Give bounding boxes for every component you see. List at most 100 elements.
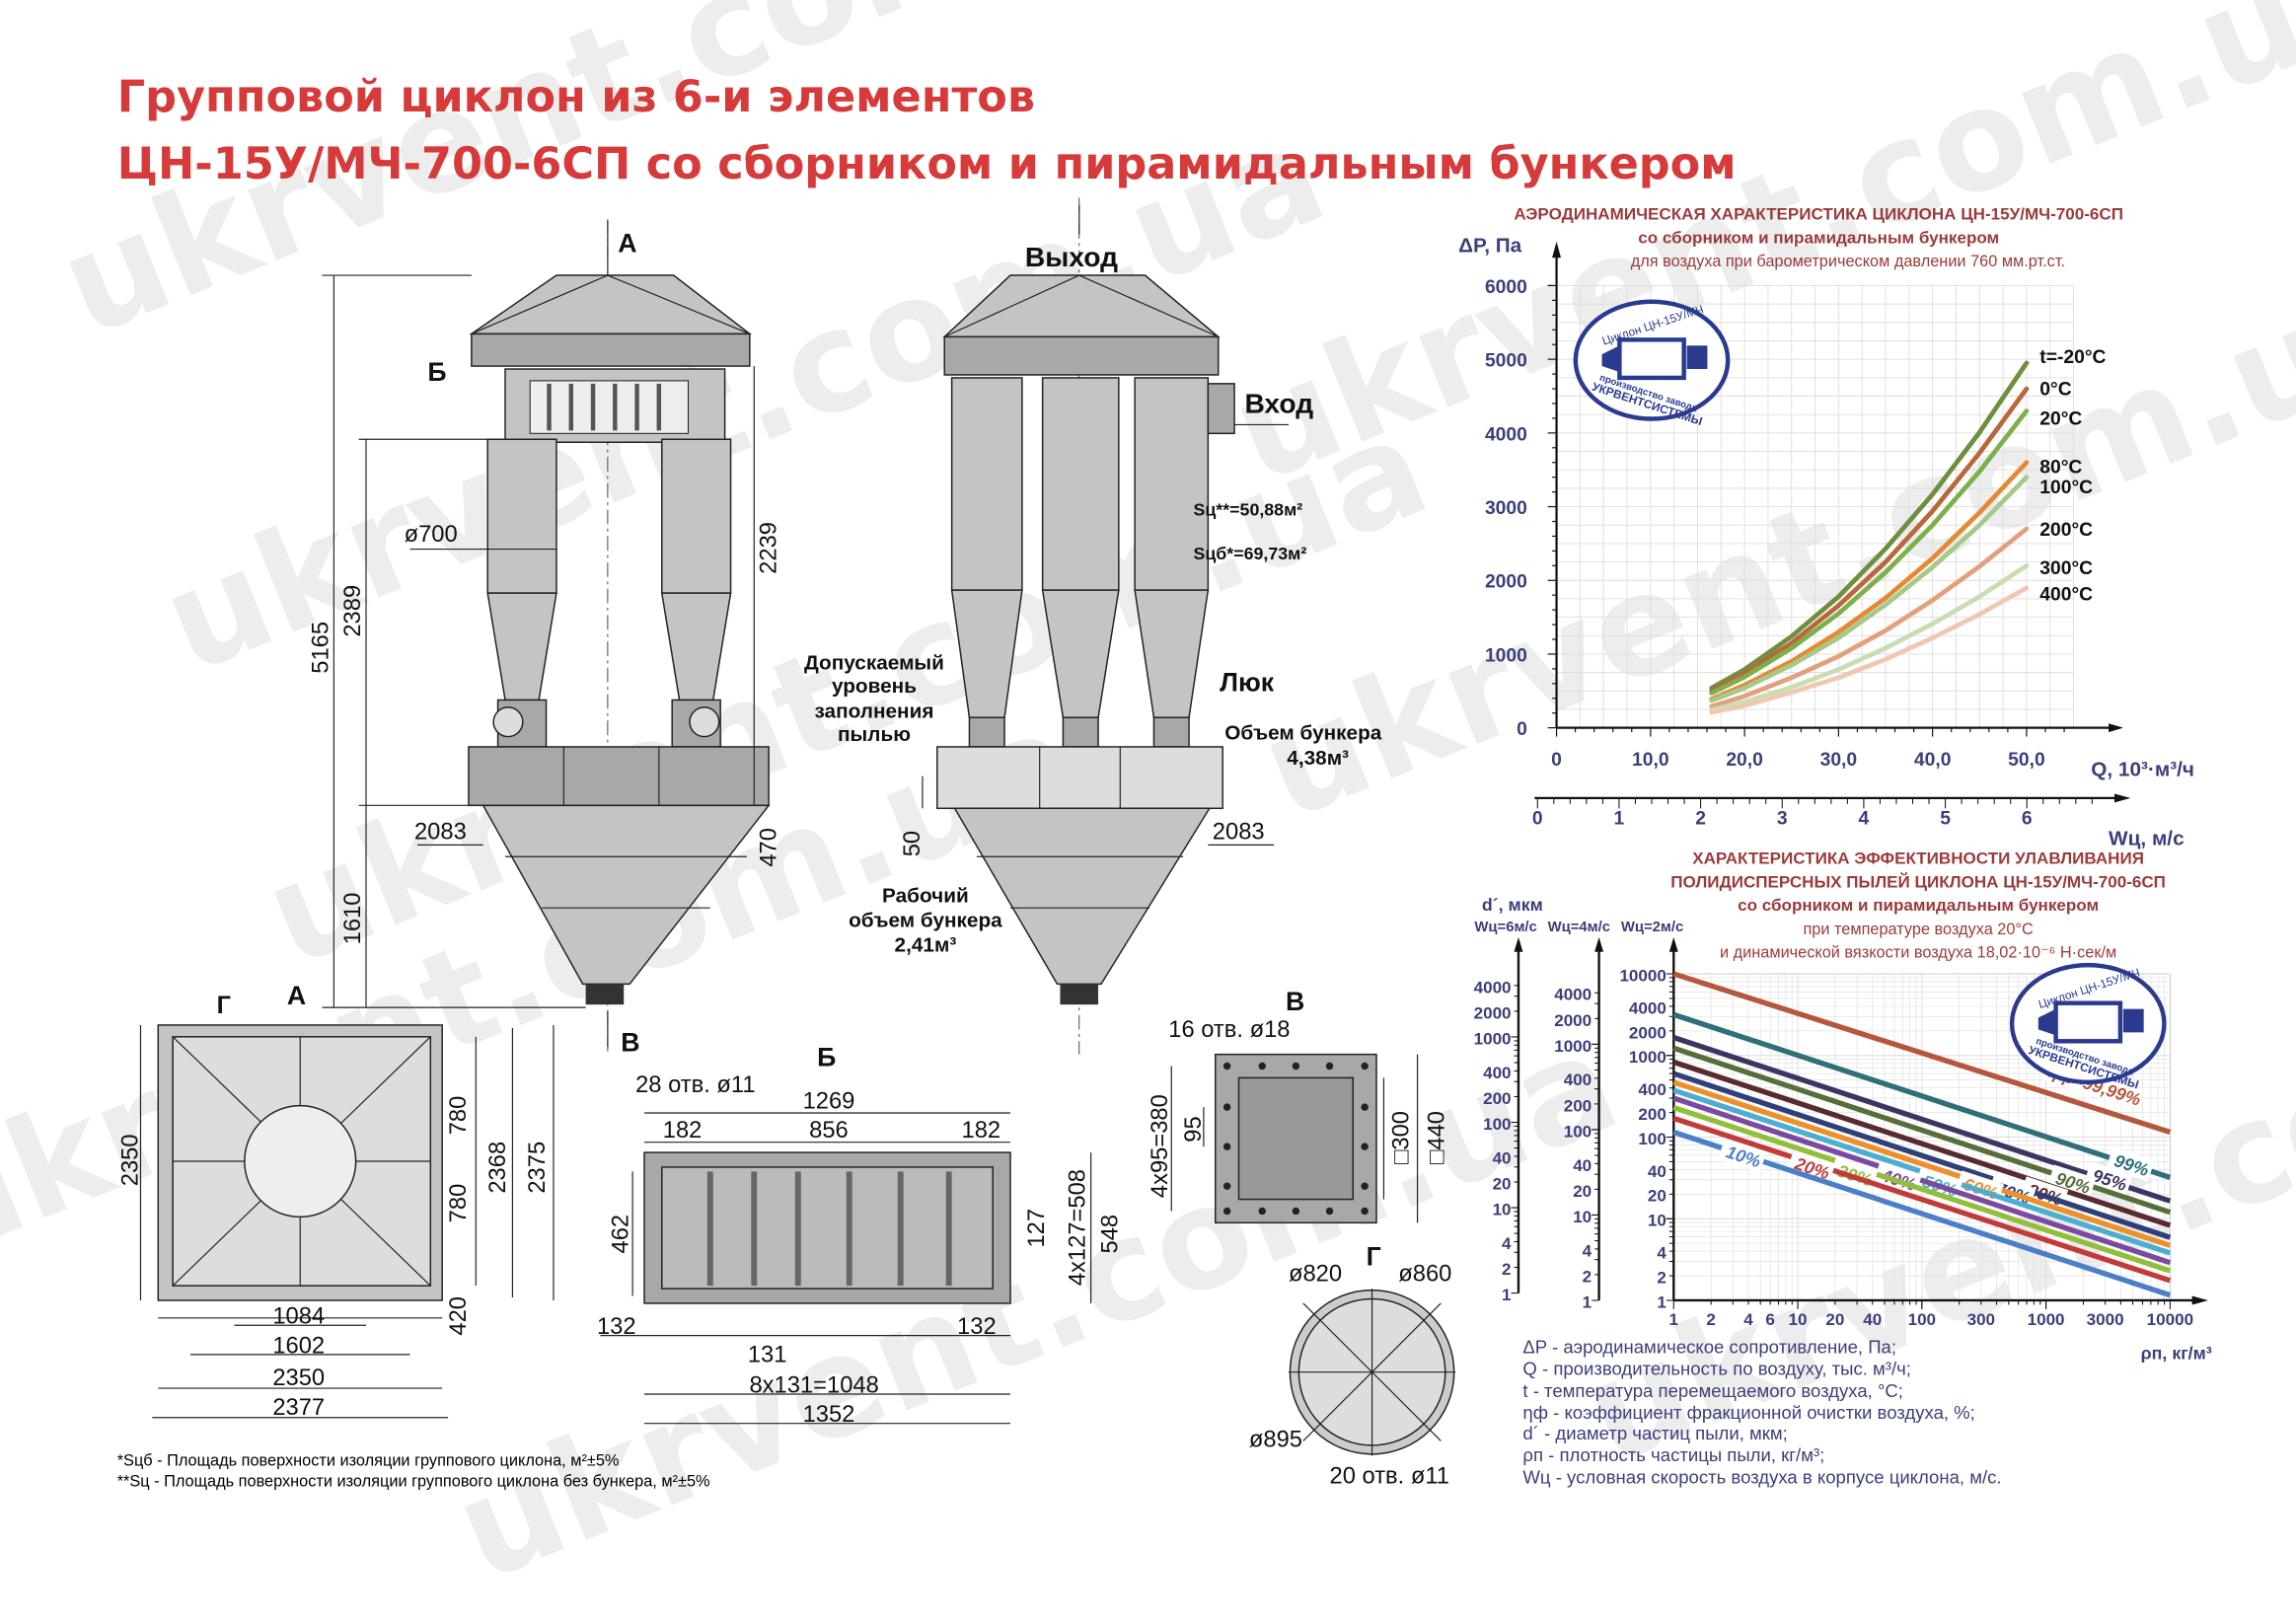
dim-label: □300 <box>1389 1111 1415 1164</box>
title-line1: Групповой циклон из 6-и элементов <box>117 72 1035 122</box>
series-line <box>1672 1070 2172 1240</box>
working-volume-label: объем бункера <box>849 910 1002 932</box>
chart2-title: ХАРАКТЕРИСТИКА ЭФФЕКТИВНОСТИ УЛАВЛИВАНИЯ <box>1692 849 2144 868</box>
x-tick-label: 20 <box>1825 1310 1844 1329</box>
series-label: 400°C <box>2039 585 2093 606</box>
secondary-tick-label: 2 <box>1695 809 1706 830</box>
secondary-axis-arrow <box>2113 793 2131 803</box>
view-g-label: Г <box>1367 1241 1381 1271</box>
y-tick-label: 4000 <box>1485 424 1527 445</box>
stamp-cyclone-icon <box>1686 345 1708 370</box>
dim-label: 8x131=1048 <box>749 1372 878 1398</box>
dim-label: 2083 <box>1213 819 1265 845</box>
series-label: t=-20°C <box>2039 347 2106 368</box>
working-volume-value: 2,41м³ <box>895 934 957 957</box>
dim-label: 780 <box>446 1184 472 1223</box>
series-line <box>1709 360 2030 691</box>
series-line <box>1709 585 2030 715</box>
y-tick-label: 3000 <box>1485 498 1527 519</box>
view-v-label: В <box>1286 987 1304 1016</box>
x-tick-label: 10,0 <box>1632 750 1669 771</box>
y-tick-label: 100 <box>1483 1115 1511 1134</box>
dim-label: 20 отв. ø11 <box>1330 1464 1449 1490</box>
axis-label-w6: Wц=6м/с <box>1474 920 1536 935</box>
dim-label: 4x95=380 <box>1148 1094 1173 1198</box>
dim-label: 2350 <box>118 1134 144 1186</box>
series-line <box>1672 1115 2172 1284</box>
chart1-xlabel: Q, 10³·м³/ч <box>2091 759 2194 781</box>
watermark: ukrvent.com.ua <box>435 1001 1638 1613</box>
y-tick-label: 2000 <box>1485 572 1527 593</box>
dim-label: 2377 <box>272 1395 325 1421</box>
y-tick-label: 40 <box>1493 1148 1512 1167</box>
y-tick-label: 20 <box>1648 1187 1666 1206</box>
dim-label: 780 <box>446 1096 472 1136</box>
series-label-bg <box>2106 1146 2155 1182</box>
symbol-legend: ΔP - аэродинамическое сопротивление, Па;… <box>1522 1336 2001 1487</box>
view-g: ø820 Г ø860 ø895 20 отв. ø11 <box>1249 1241 1456 1490</box>
axis-label-w2: Wц=2м/с <box>1621 920 1683 935</box>
legend-note: Q - производительность по воздуху, тыс. … <box>1522 1359 1911 1379</box>
x-tick-label: 2 <box>1706 1310 1715 1329</box>
view-v: В 16 отв. ø18 4x95=380 95 □300 □440 <box>1148 987 1449 1224</box>
fill-level-label: уровень <box>832 675 917 698</box>
series-label: 0°C <box>2039 380 2071 401</box>
dim-label: 131 <box>748 1342 787 1367</box>
chart1-secondary-xlabel: Wц, м/с <box>2109 827 2185 849</box>
y-axis-arrow <box>1552 241 1562 258</box>
dim-label: 1084 <box>272 1304 325 1330</box>
y-tick-label: 2000 <box>1629 1023 1666 1042</box>
dim-label: 462 <box>609 1215 634 1254</box>
stamp-border <box>1573 299 1731 421</box>
y-tick-label: 200 <box>1564 1096 1592 1115</box>
y-tick-label: 4 <box>1657 1244 1666 1263</box>
dim-label: 856 <box>809 1118 849 1144</box>
stamp-cyclone-icon <box>1601 345 1620 372</box>
y-tick-label: 200 <box>1638 1105 1666 1124</box>
series-line <box>1672 1095 2172 1266</box>
chart2-subtitle2: при температуре воздуха 20°C <box>1803 921 2034 938</box>
x-tick-label: 30,0 <box>1820 750 1858 771</box>
secondary-tick-label: 5 <box>1940 809 1951 830</box>
dim-label: ø860 <box>1398 1262 1451 1288</box>
series-line <box>1709 526 2030 709</box>
series-label: 300°C <box>2039 558 2093 579</box>
series-label-bg <box>1718 1138 1767 1173</box>
x-tick-label: 0 <box>1551 750 1562 771</box>
series-line <box>1709 408 2030 696</box>
dim-label: 548 <box>1097 1215 1123 1254</box>
y-tick-label: 200 <box>1483 1089 1511 1108</box>
side-view: Выход Вход Sц**=50,88м² Sцб*=69,73м² Доп… <box>804 197 1382 1055</box>
chart2-title2: ПОЛИДИСПЕРСНЫХ ПЫЛЕЙ ЦИКЛОНА ЦН-15У/МЧ-7… <box>1670 872 2166 891</box>
y-tick-label: 1 <box>1583 1292 1592 1311</box>
y-tick-label: 100 <box>1638 1130 1666 1148</box>
y-tick-label: 100 <box>1564 1122 1592 1141</box>
y-tick-label: 400 <box>1483 1064 1511 1082</box>
chart1-subtitle: со сборником и пирамидальным бункером <box>1638 228 1999 247</box>
y-tick-label: 4 <box>1502 1234 1512 1253</box>
secondary-tick-label: 0 <box>1532 809 1543 830</box>
legend-note: Wц - условная скорость воздуха в корпусе… <box>1522 1467 2001 1488</box>
view-a-label: А <box>287 981 306 1010</box>
view-b: Б 28 отв. ø11 1269 182 856 182 462 127 4… <box>597 1043 1123 1429</box>
plan-view-a: Г А 2350 780 780 2368 2375 420 1084 1602… <box>118 981 555 1421</box>
series-line <box>1672 971 2172 1136</box>
series-label: 20°C <box>2039 408 2082 429</box>
y-axis-arrow <box>1514 936 1523 952</box>
hatch-label: Люк <box>1220 668 1275 698</box>
dim-label: ø895 <box>1249 1427 1302 1452</box>
x-tick-label: 50,0 <box>2008 750 2045 771</box>
y-tick-label: 4000 <box>1554 986 1592 1004</box>
dim-label: □440 <box>1424 1111 1449 1164</box>
outlet-label: Выход <box>1025 241 1118 272</box>
series-label: 200°C <box>2039 520 2093 541</box>
y-tick-label: 10 <box>1573 1208 1592 1226</box>
series-line <box>1672 1105 2172 1274</box>
hopper-volume-label: Объем бункера <box>1224 722 1382 745</box>
y-tick-label: 1000 <box>1474 1029 1512 1048</box>
x-tick-label: 10000 <box>2147 1310 2193 1329</box>
x-tick-label: 4 <box>1743 1310 1753 1329</box>
